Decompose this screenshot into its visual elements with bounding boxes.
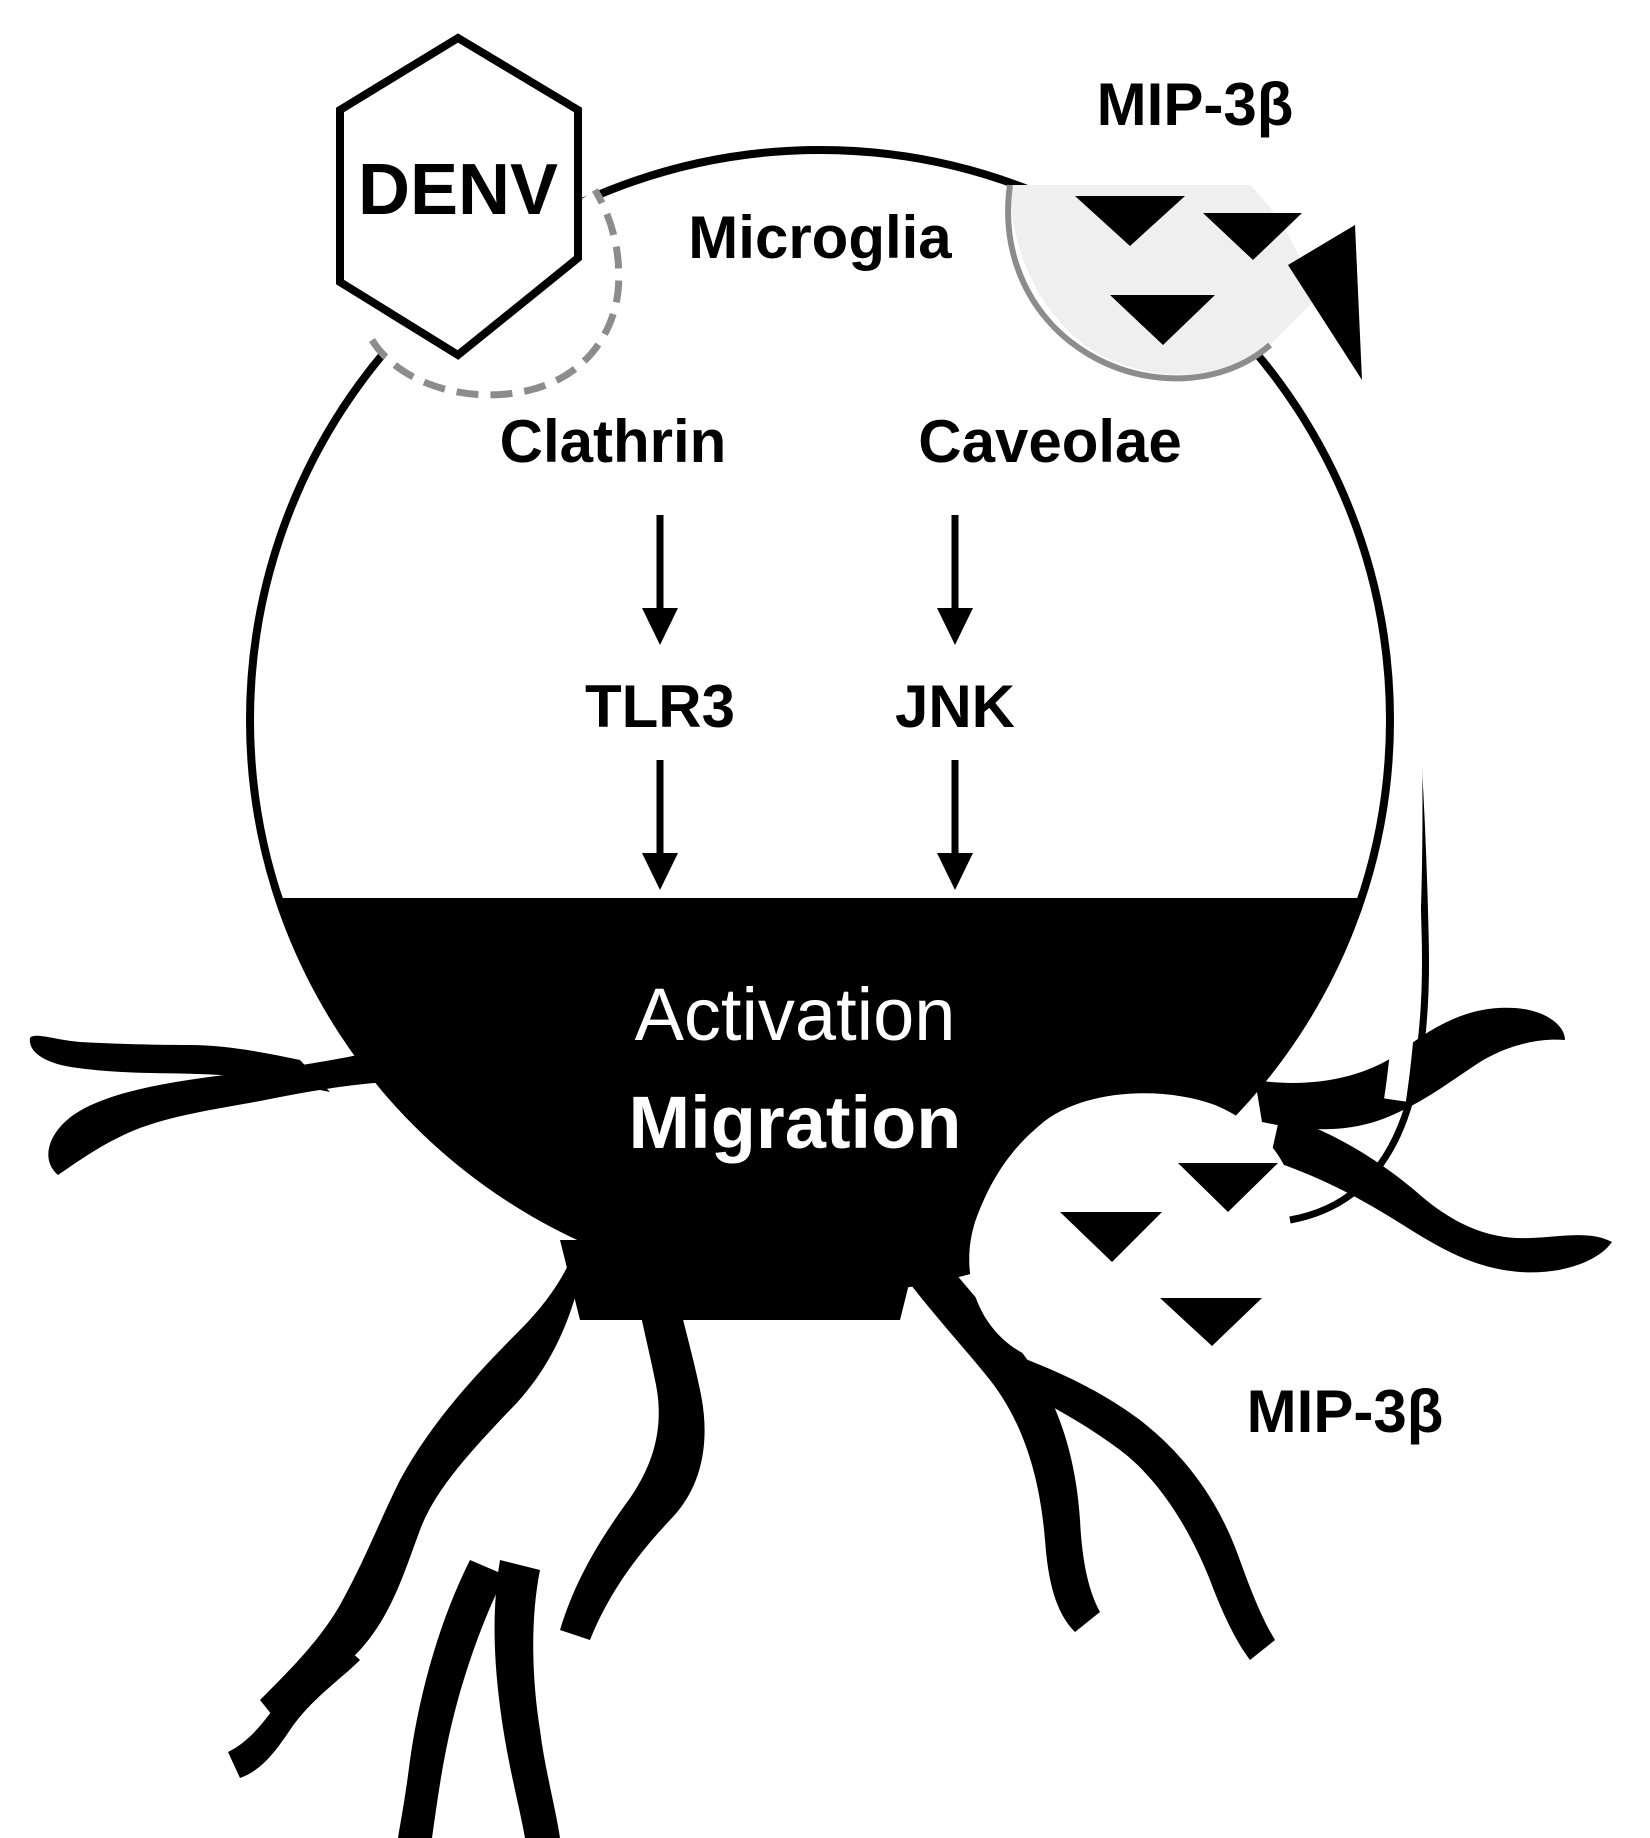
lower-left-twig	[228, 1640, 360, 1778]
arrow-caveolae-to-jnk	[937, 515, 973, 645]
denv-virion	[336, 33, 582, 360]
pathway-arrows	[642, 515, 973, 890]
feedback-arrow	[1288, 225, 1429, 1224]
lower-center-branch	[494, 1560, 560, 1838]
mip3b-triangle	[1203, 213, 1302, 260]
migration-label: Migration	[629, 1081, 962, 1164]
lower-center-branch-b	[398, 1560, 505, 1838]
lower-trunk	[260, 1210, 590, 1725]
right-lower-fork	[1000, 1355, 1275, 1660]
right-lower-process	[1270, 1115, 1612, 1273]
arrow-clathrin-to-tlr3	[642, 515, 678, 645]
mip3b-secretion-bubble	[969, 1093, 1296, 1372]
arrow-tlr3-to-activation	[642, 760, 678, 890]
activation-label: Activation	[635, 973, 956, 1056]
feedback-arrowhead	[1288, 225, 1362, 380]
microglia-label: Microglia	[688, 204, 952, 271]
mip3b-triangle	[1060, 1212, 1162, 1262]
denv-label: DENV	[358, 150, 558, 230]
jnk-label: JNK	[895, 673, 1015, 740]
mip3b-triangle	[1178, 1163, 1278, 1212]
left-process-fork	[29, 1035, 330, 1092]
mip3b-top-triangles	[1075, 196, 1302, 345]
mip3b-triangle	[1075, 196, 1185, 246]
mip3b-triangle	[1160, 1298, 1262, 1346]
mip3b-top-label: MIP-3β	[1097, 71, 1294, 138]
mip3b-triangle	[1110, 295, 1215, 345]
tlr3-label: TLR3	[585, 673, 735, 740]
mip3b-bottom-label: MIP-3β	[1247, 1378, 1444, 1445]
clathrin-label: Clathrin	[500, 408, 727, 475]
caveolae-label: Caveolae	[918, 408, 1182, 475]
arrow-jnk-to-activation	[937, 760, 973, 890]
